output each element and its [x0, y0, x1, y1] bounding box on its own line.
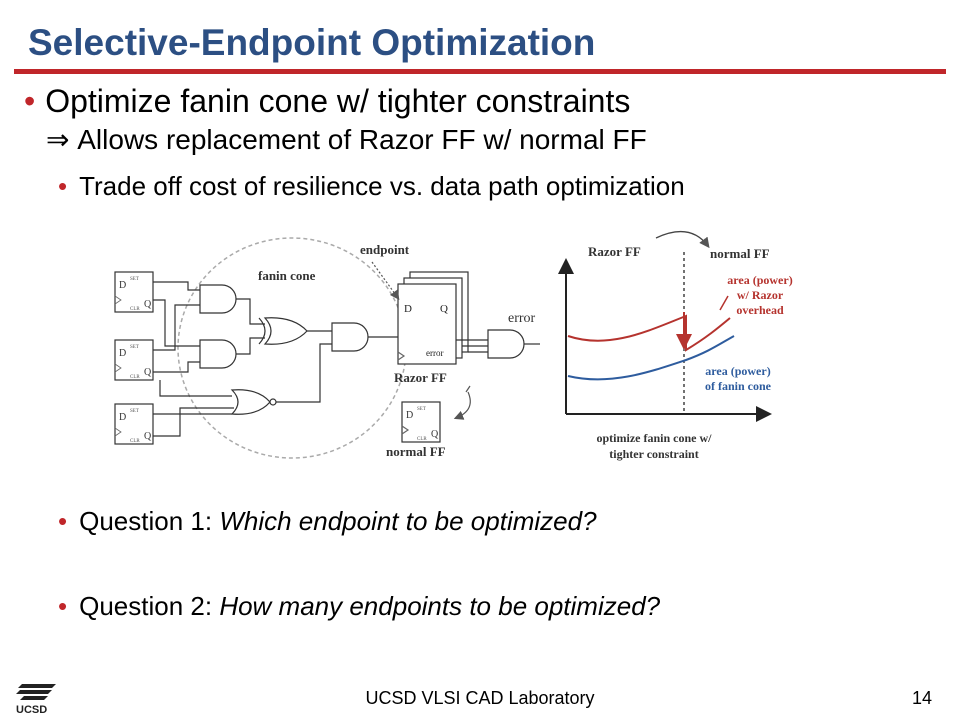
annotation-razor-line-3: overhead — [736, 303, 784, 317]
bullet-dot: • — [58, 171, 68, 201]
annotation-razor-line-1: area (power) — [727, 273, 792, 287]
normal-ff-label: normal FF — [386, 444, 446, 459]
ff-q-label: Q — [144, 431, 152, 442]
plot-normal-ff-label: normal FF — [710, 246, 770, 261]
implies-arrow-icon: ⇒ — [46, 124, 70, 155]
output-and-gate — [487, 329, 525, 359]
page-number: 14 — [912, 688, 933, 708]
question-1-prefix: Question 1: — [79, 506, 220, 536]
slide-title: Selective-Endpoint Optimization — [28, 22, 596, 63]
ff-d-label: D — [119, 412, 126, 423]
fanin-area-curve — [567, 335, 735, 381]
annotation-fanin-line-1: area (power) — [705, 364, 770, 378]
bullet-1: •Optimize fanin cone w/ tighter constrai… — [24, 82, 630, 120]
question-1: • Question 1: Which endpoint to be optimi… — [58, 505, 597, 537]
razor-ff-label: Razor FF — [394, 370, 447, 385]
ff-set-label: SET — [130, 345, 139, 350]
razor-q-label: Q — [440, 303, 448, 315]
fanin-cone-label: fanin cone — [258, 268, 316, 283]
bullet-dot: • — [58, 591, 68, 621]
razor-error-pin-label: error — [426, 348, 444, 358]
and-gate-3 — [331, 322, 369, 352]
question-1-text: Which endpoint to be optimized? — [219, 506, 597, 536]
ff-set-label: SET — [417, 407, 426, 412]
normal-ff-box — [401, 401, 441, 443]
bullet-dot: • — [24, 83, 36, 119]
input-ff-1 — [114, 271, 154, 313]
input-ff-3 — [114, 403, 154, 445]
swap-arrow — [655, 230, 710, 249]
error-output-label: error — [508, 311, 536, 326]
bullet-1-text: Optimize fanin cone w/ tighter constrain… — [45, 83, 631, 119]
logo-text: UCSD — [16, 704, 47, 716]
razor-area-curve — [567, 314, 731, 352]
ff-d-label: D — [119, 280, 126, 291]
question-2-text: How many endpoints to be optimized? — [219, 591, 661, 621]
and-gate-1 — [199, 284, 237, 314]
ff-q-label: Q — [431, 429, 439, 440]
x-caption-line-2: tighter constraint — [609, 447, 698, 461]
razor-d-label: D — [404, 303, 412, 315]
question-2: • Question 2: How many endpoints to be op… — [58, 590, 660, 622]
ff-q-label: Q — [144, 299, 152, 310]
input-ff-2 — [114, 339, 154, 381]
tradeoff-plot — [558, 230, 772, 422]
bullet-2-text: Trade off cost of resilience vs. data pa… — [79, 171, 685, 201]
ff-d-label: D — [119, 348, 126, 359]
ff-q-label: Q — [144, 367, 152, 378]
ff-set-label: SET — [130, 277, 139, 282]
razor-ff-box — [397, 283, 457, 365]
title-divider — [14, 69, 946, 74]
ff-clr-label: CLR — [130, 439, 140, 444]
endpoint-label: endpoint — [360, 242, 410, 257]
xor-gate — [263, 317, 308, 345]
bullet-2: • Trade off cost of resilience vs. data p… — [58, 170, 685, 202]
question-2-prefix: Question 2: — [79, 591, 220, 621]
nor-gate — [230, 389, 271, 415]
annotation-razor-line-2: w/ Razor — [737, 288, 784, 302]
x-caption-line-1: optimize fanin cone w/ — [597, 431, 713, 445]
ff-set-label: SET — [130, 409, 139, 414]
bullet-1-sub: ⇒ Allows replacement of Razor FF w/ norm… — [46, 123, 647, 157]
bullet-dot: • — [58, 506, 68, 536]
footer-lab: UCSD VLSI CAD Laboratory — [365, 688, 595, 708]
bullet-1-sub-text: Allows replacement of Razor FF w/ normal… — [77, 124, 647, 155]
circuit-diagram — [114, 237, 540, 459]
ucsd-logo: UCSD — [16, 684, 56, 716]
ff-d-label: D — [406, 410, 413, 421]
ff-clr-label: CLR — [130, 375, 140, 380]
annotation-fanin-line-2: of fanin cone — [705, 379, 772, 393]
ff-clr-label: CLR — [130, 307, 140, 312]
ff-clr-label: CLR — [417, 437, 427, 442]
plot-razor-ff-label: Razor FF — [588, 244, 641, 259]
and-gate-2 — [199, 339, 237, 369]
